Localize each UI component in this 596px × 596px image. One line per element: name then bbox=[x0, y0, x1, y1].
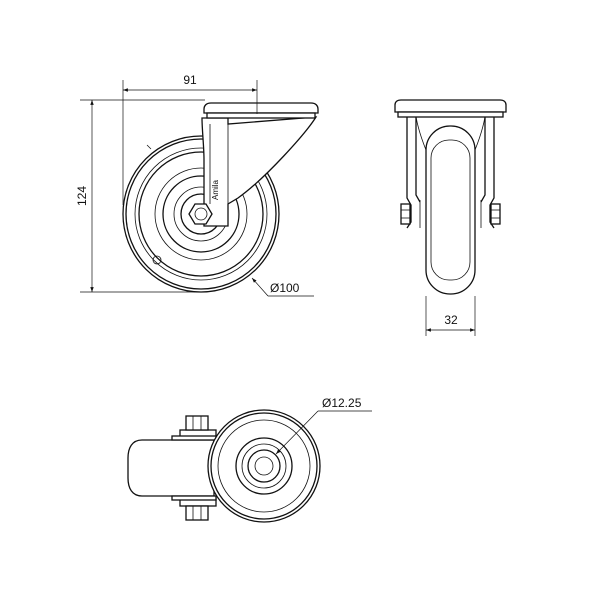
side-view-top-plate bbox=[203, 102, 319, 119]
front-view-wheel bbox=[419, 125, 482, 295]
bottom-view: Ø12.25 bbox=[127, 396, 372, 523]
bottom-view-plate bbox=[127, 439, 215, 497]
side-view-wheel bbox=[122, 135, 280, 293]
bottom-view-wheel bbox=[207, 409, 321, 523]
dim-wheel-width-lines bbox=[425, 296, 476, 336]
side-view-fork: Amila bbox=[201, 116, 318, 227]
dim-wheel-diameter: Ø100 bbox=[270, 281, 300, 295]
side-view-axle-nut bbox=[188, 203, 213, 225]
front-view: 32 bbox=[394, 99, 507, 336]
front-view-axle bbox=[400, 203, 501, 225]
bottom-view-axle-nuts bbox=[185, 415, 209, 521]
front-view-plate-base bbox=[397, 111, 504, 118]
diameter-leader bbox=[146, 144, 314, 297]
dim-height: 124 bbox=[75, 186, 89, 206]
fork-logo: Amila bbox=[211, 179, 220, 200]
dim-width-lines bbox=[122, 80, 258, 205]
side-view: Amila Ø100 91 bbox=[75, 73, 319, 297]
front-view-top-plate bbox=[394, 99, 507, 113]
dim-axle-diameter: Ø12.25 bbox=[322, 396, 362, 410]
dim-wheel-width: 32 bbox=[444, 313, 458, 327]
axle-diameter-leader bbox=[275, 410, 372, 455]
dim-width: 91 bbox=[183, 73, 197, 87]
dim-height-lines bbox=[80, 99, 205, 293]
